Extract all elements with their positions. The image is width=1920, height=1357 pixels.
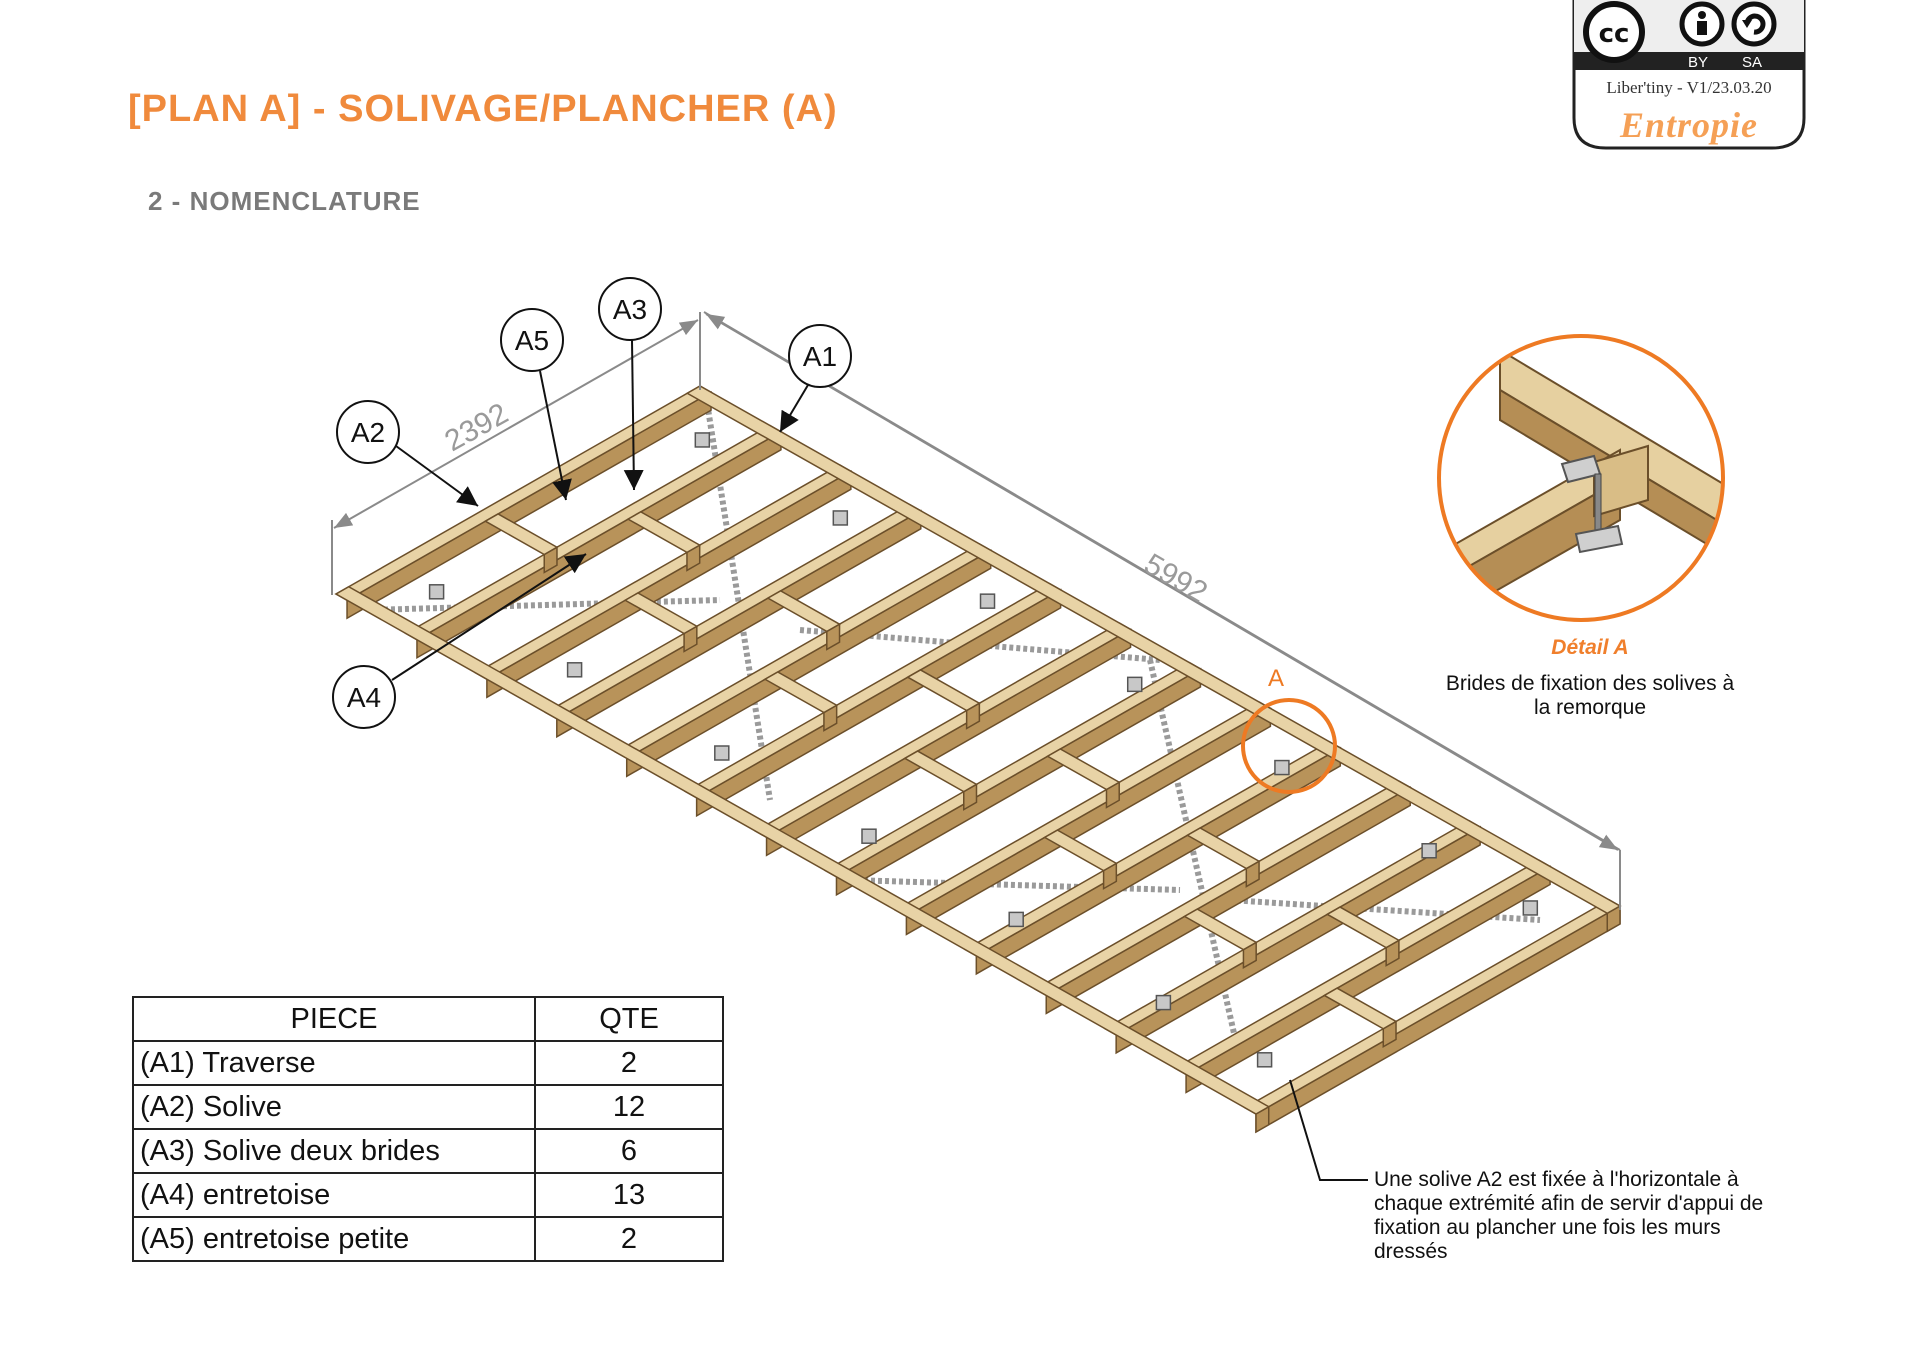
column-header-piece: PIECE <box>132 996 536 1042</box>
cc-icon: cc <box>1583 1 1645 63</box>
callout-a1-label: A1 <box>803 341 837 372</box>
callout-a2 <box>336 400 479 507</box>
dimension-width-label: 2392 <box>439 397 513 458</box>
detail-view <box>1437 334 1725 622</box>
fixing-bracket <box>1421 843 1437 859</box>
entretoise <box>1325 906 1401 949</box>
qty-cell: 13 <box>534 1172 724 1218</box>
callout-a5 <box>500 308 572 501</box>
fixing-bracket <box>428 584 445 600</box>
brand-logo: Entropie <box>1619 105 1759 145</box>
fixing-bracket <box>1126 676 1143 693</box>
traverse-near <box>334 585 1271 1115</box>
license-sa-label: SA <box>1742 54 1763 71</box>
table-row: (A1) Traverse 2 <box>132 1040 724 1086</box>
attribution-icon <box>1679 1 1725 47</box>
license-by-label: BY <box>1688 54 1709 71</box>
fixing-bracket <box>1522 900 1539 916</box>
entretoise <box>766 590 842 633</box>
table-row: (A3) Solive deux brides 6 <box>132 1128 724 1174</box>
detail-marker-circle <box>1241 698 1337 794</box>
strap <box>1229 897 1541 923</box>
entretoise <box>763 671 839 714</box>
entretoise <box>626 510 702 554</box>
strap <box>1147 659 1243 1061</box>
dimension-width <box>331 312 701 595</box>
fixing-bracket <box>979 593 996 609</box>
callout-a4-label: A4 <box>347 682 381 713</box>
piece-cell: (A2) Solive <box>132 1084 536 1130</box>
table-row: (A4) entretoise 13 <box>132 1172 724 1218</box>
piece-cell: (A3) Solive deux brides <box>132 1128 536 1174</box>
fixing-bracket <box>694 432 711 448</box>
end-joist-note: Une solive A2 est fixée à l'horizontale … <box>1374 1168 1764 1263</box>
fixing-bracket <box>861 828 877 844</box>
fixing-bracket <box>566 662 583 678</box>
entretoise <box>1185 827 1261 870</box>
license-frame: cc <box>1572 0 1806 150</box>
note-leader <box>1289 1079 1368 1181</box>
entretoise <box>1183 908 1258 951</box>
nomenclature-table: PIECE QTE (A1) Traverse 2 (A2) Solive 12… <box>132 996 724 1262</box>
fixing-bracket <box>1008 911 1024 928</box>
entretoise <box>903 750 979 793</box>
column-header-qty: QTE <box>534 996 724 1042</box>
detail-title: Détail A <box>1551 636 1629 659</box>
table-row: (A2) Solive 12 <box>132 1084 724 1130</box>
table-header-row: PIECE QTE <box>132 996 724 1042</box>
qty-cell: 2 <box>534 1040 724 1086</box>
dimension-length <box>703 311 1621 910</box>
callout-a3-label: A3 <box>613 294 647 325</box>
qty-cell: 12 <box>534 1084 724 1130</box>
fixing-bracket <box>1256 1052 1273 1068</box>
callout-a5-label: A5 <box>515 325 549 356</box>
strap <box>369 597 721 613</box>
table-row: (A5) entretoise petite 2 <box>132 1216 724 1262</box>
entretoise <box>483 513 559 556</box>
license-version: Liber'tiny - V1/23.03.20 <box>1606 78 1772 97</box>
bracket-base <box>1574 524 1624 554</box>
callout-a4 <box>332 553 587 729</box>
callout-a3 <box>598 277 662 491</box>
fixing-bracket <box>1274 759 1290 776</box>
section-subtitle: 2 - NOMENCLATURE <box>148 186 421 216</box>
piece-cell: (A4) entretoise <box>132 1172 536 1218</box>
svg-text:cc: cc <box>1599 19 1630 49</box>
piece-cell: (A5) entretoise petite <box>132 1216 536 1262</box>
license-badge: cc BY SA Liber'tiny - V1/23.03.20 Entrop… <box>1566 0 1812 150</box>
fixing-bracket <box>1155 994 1172 1011</box>
fixing-bracket <box>714 745 730 761</box>
detail-description: Brides de fixation des solives à la remo… <box>1445 672 1735 719</box>
callout-a2-label: A2 <box>351 417 385 448</box>
entretoise <box>623 592 699 635</box>
detail-marker-label: A <box>1268 665 1284 692</box>
entretoise <box>1043 829 1118 872</box>
callout-a1 <box>779 324 852 433</box>
qty-cell: 2 <box>534 1216 724 1262</box>
qty-cell: 6 <box>534 1128 724 1174</box>
page-title: [PLAN A] - SOLIVAGE/PLANCHER (A) <box>128 88 838 130</box>
entretoise <box>906 669 981 712</box>
entretoise <box>1046 748 1121 791</box>
share-alike-icon <box>1731 1 1777 47</box>
entretoise <box>1322 987 1398 1030</box>
fixing-bracket <box>832 510 849 526</box>
dimension-length-label: 5992 <box>1139 547 1213 609</box>
piece-cell: (A1) Traverse <box>132 1040 536 1086</box>
